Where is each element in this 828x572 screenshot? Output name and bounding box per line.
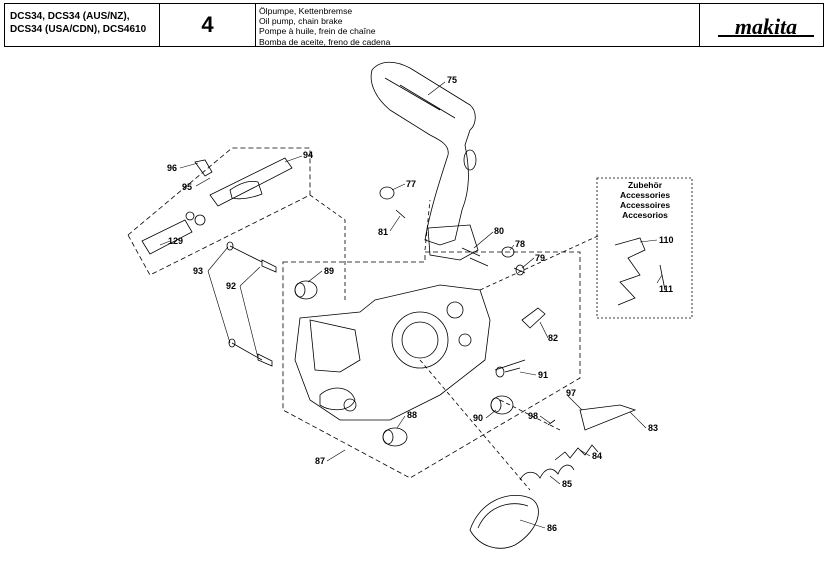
callout-85: 85 [562, 479, 572, 489]
acc-title-es: Accesorios [622, 210, 668, 220]
page-number: 4 [160, 4, 256, 46]
callout-98: 98 [528, 411, 538, 421]
callout-111: 111 [659, 284, 673, 294]
brand-cell: makita [700, 4, 823, 46]
callout-94: 94 [303, 150, 313, 160]
coil-spring-85 [519, 464, 575, 481]
front-handle-part [370, 61, 476, 246]
model-line: DCS34 (USA/CDN), DCS4610 [10, 24, 147, 35]
callout-79: 79 [535, 253, 545, 263]
rubber-mount-88 [382, 427, 408, 447]
title-de: Ölpumpe, Kettenbremse [259, 6, 353, 16]
callout-129: 129 [168, 236, 183, 246]
callout-95: 95 [182, 182, 192, 192]
callout-86: 86 [547, 523, 557, 533]
callout-96: 96 [167, 163, 177, 173]
exploded-parts-diagram: Zubehör Accessories Accessoires Accesori… [127, 61, 693, 549]
callout-81: 81 [378, 227, 388, 237]
callout-87: 87 [315, 456, 325, 466]
callout-91: 91 [538, 370, 548, 380]
callout-82: 82 [548, 333, 558, 343]
oil-pump [209, 157, 293, 207]
callout-97: 97 [566, 388, 576, 398]
callout-84: 84 [592, 451, 602, 461]
callout-78: 78 [515, 239, 525, 249]
callout-93: 93 [193, 266, 203, 276]
title-en: Oil pump, chain brake [259, 16, 343, 27]
header: DCS34, DCS34 (AUS/NZ), DCS34 (USA/CDN), … [4, 3, 824, 47]
callout-75: 75 [447, 75, 457, 85]
brake-spring-lever [579, 404, 637, 431]
callout-80: 80 [494, 226, 504, 236]
acc-title-de: Zubehör [628, 180, 663, 190]
makita-logo-text: makita [735, 14, 797, 39]
brake-clip-82 [521, 307, 546, 329]
brake-lever [427, 224, 479, 261]
callout-77: 77 [406, 179, 416, 189]
model-list: DCS34, DCS34 (AUS/NZ), DCS34 (USA/CDN), … [5, 4, 160, 46]
callout-88: 88 [407, 410, 417, 420]
callout-110: 110 [659, 235, 674, 245]
model-line: DCS34, DCS34 (AUS/NZ), [10, 11, 130, 22]
makita-logo: makita [716, 14, 816, 40]
brake-band-86 [469, 494, 539, 549]
callout-83: 83 [648, 423, 658, 433]
callout-89: 89 [324, 266, 334, 276]
title-es: Bomba de aceite, freno de cadena [259, 36, 391, 47]
grommet-77 [379, 186, 395, 200]
crankcase-housing [294, 284, 491, 421]
title-fr: Pompe à huile, frein de chaîne [259, 26, 376, 37]
chain-file-guide [614, 237, 646, 306]
callout-92: 92 [226, 281, 236, 291]
callout-90: 90 [473, 413, 483, 423]
section-titles: Ölpumpe, Kettenbremse Oil pump, chain br… [256, 4, 700, 47]
acc-title-fr: Accessoires [620, 200, 670, 210]
acc-title-en: Accessories [620, 190, 670, 200]
spring-84 [554, 444, 599, 461]
accessories-box [596, 177, 693, 319]
